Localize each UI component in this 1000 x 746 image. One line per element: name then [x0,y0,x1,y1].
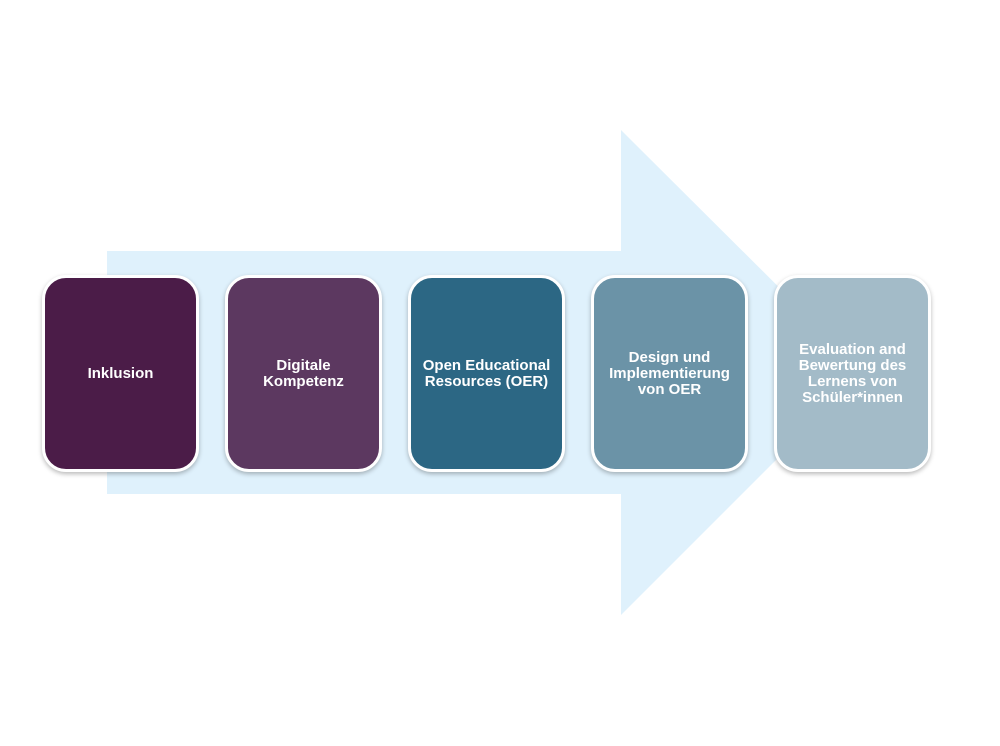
step-label: Design und Implementierung von OER [609,348,730,398]
step-label: Open Educational Resources (OER) [422,356,551,390]
step-label: Evaluation and Bewertung des Lernens von… [798,340,907,406]
step-inklusion: Inklusion [42,275,199,472]
step-label: Digitale Kompetenz [263,356,344,390]
step-label: Inklusion [87,364,154,382]
step-digitale-kompetenz: Digitale Kompetenz [225,275,382,472]
step-design-implementierung: Design und Implementierung von OER [591,275,748,472]
step-open-educational-resources: Open Educational Resources (OER) [408,275,565,472]
step-evaluation-bewertung: Evaluation and Bewertung des Lernens von… [774,275,931,472]
